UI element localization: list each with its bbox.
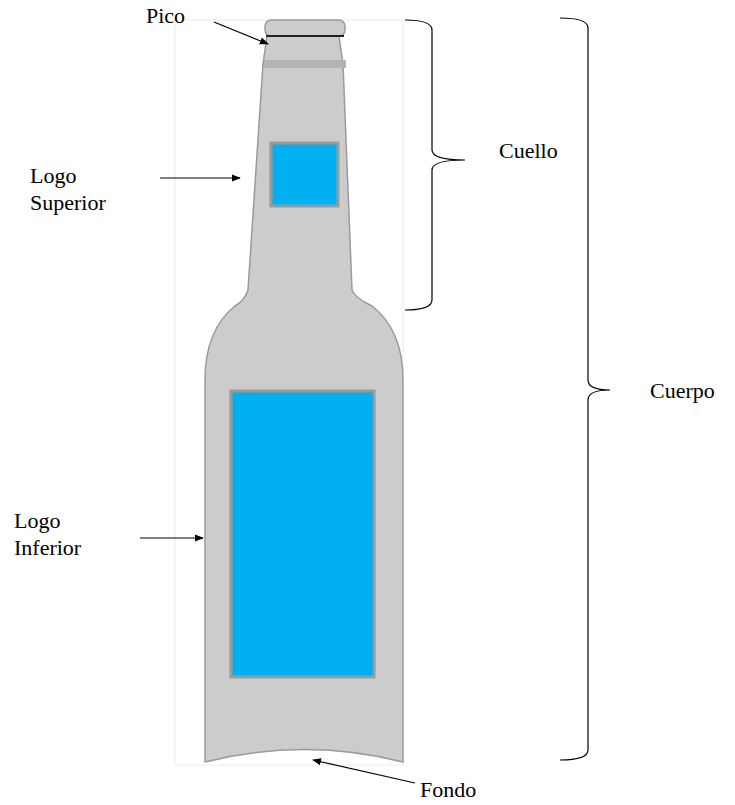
lower-logo — [231, 391, 374, 677]
leader-arrow — [160, 177, 240, 178]
lip-line — [266, 35, 344, 37]
part-label: Cuerpo — [650, 377, 735, 404]
body-bracket — [560, 18, 610, 760]
part-label: Pico — [146, 2, 226, 29]
part-label: Cuello — [499, 137, 599, 164]
neck-ring — [264, 60, 346, 68]
leader-arrow — [140, 537, 203, 538]
upper-logo — [271, 143, 338, 206]
bottle-lip — [265, 20, 345, 36]
leader-arrow — [313, 760, 415, 783]
bottle-body — [205, 36, 403, 762]
neck-bracket — [405, 20, 465, 310]
part-label: Fondo — [420, 776, 520, 803]
leader-arrow — [214, 22, 268, 44]
part-label: Logo Inferior — [14, 507, 106, 561]
frame-guide — [175, 20, 403, 765]
part-label: Logo Superior — [30, 162, 130, 216]
